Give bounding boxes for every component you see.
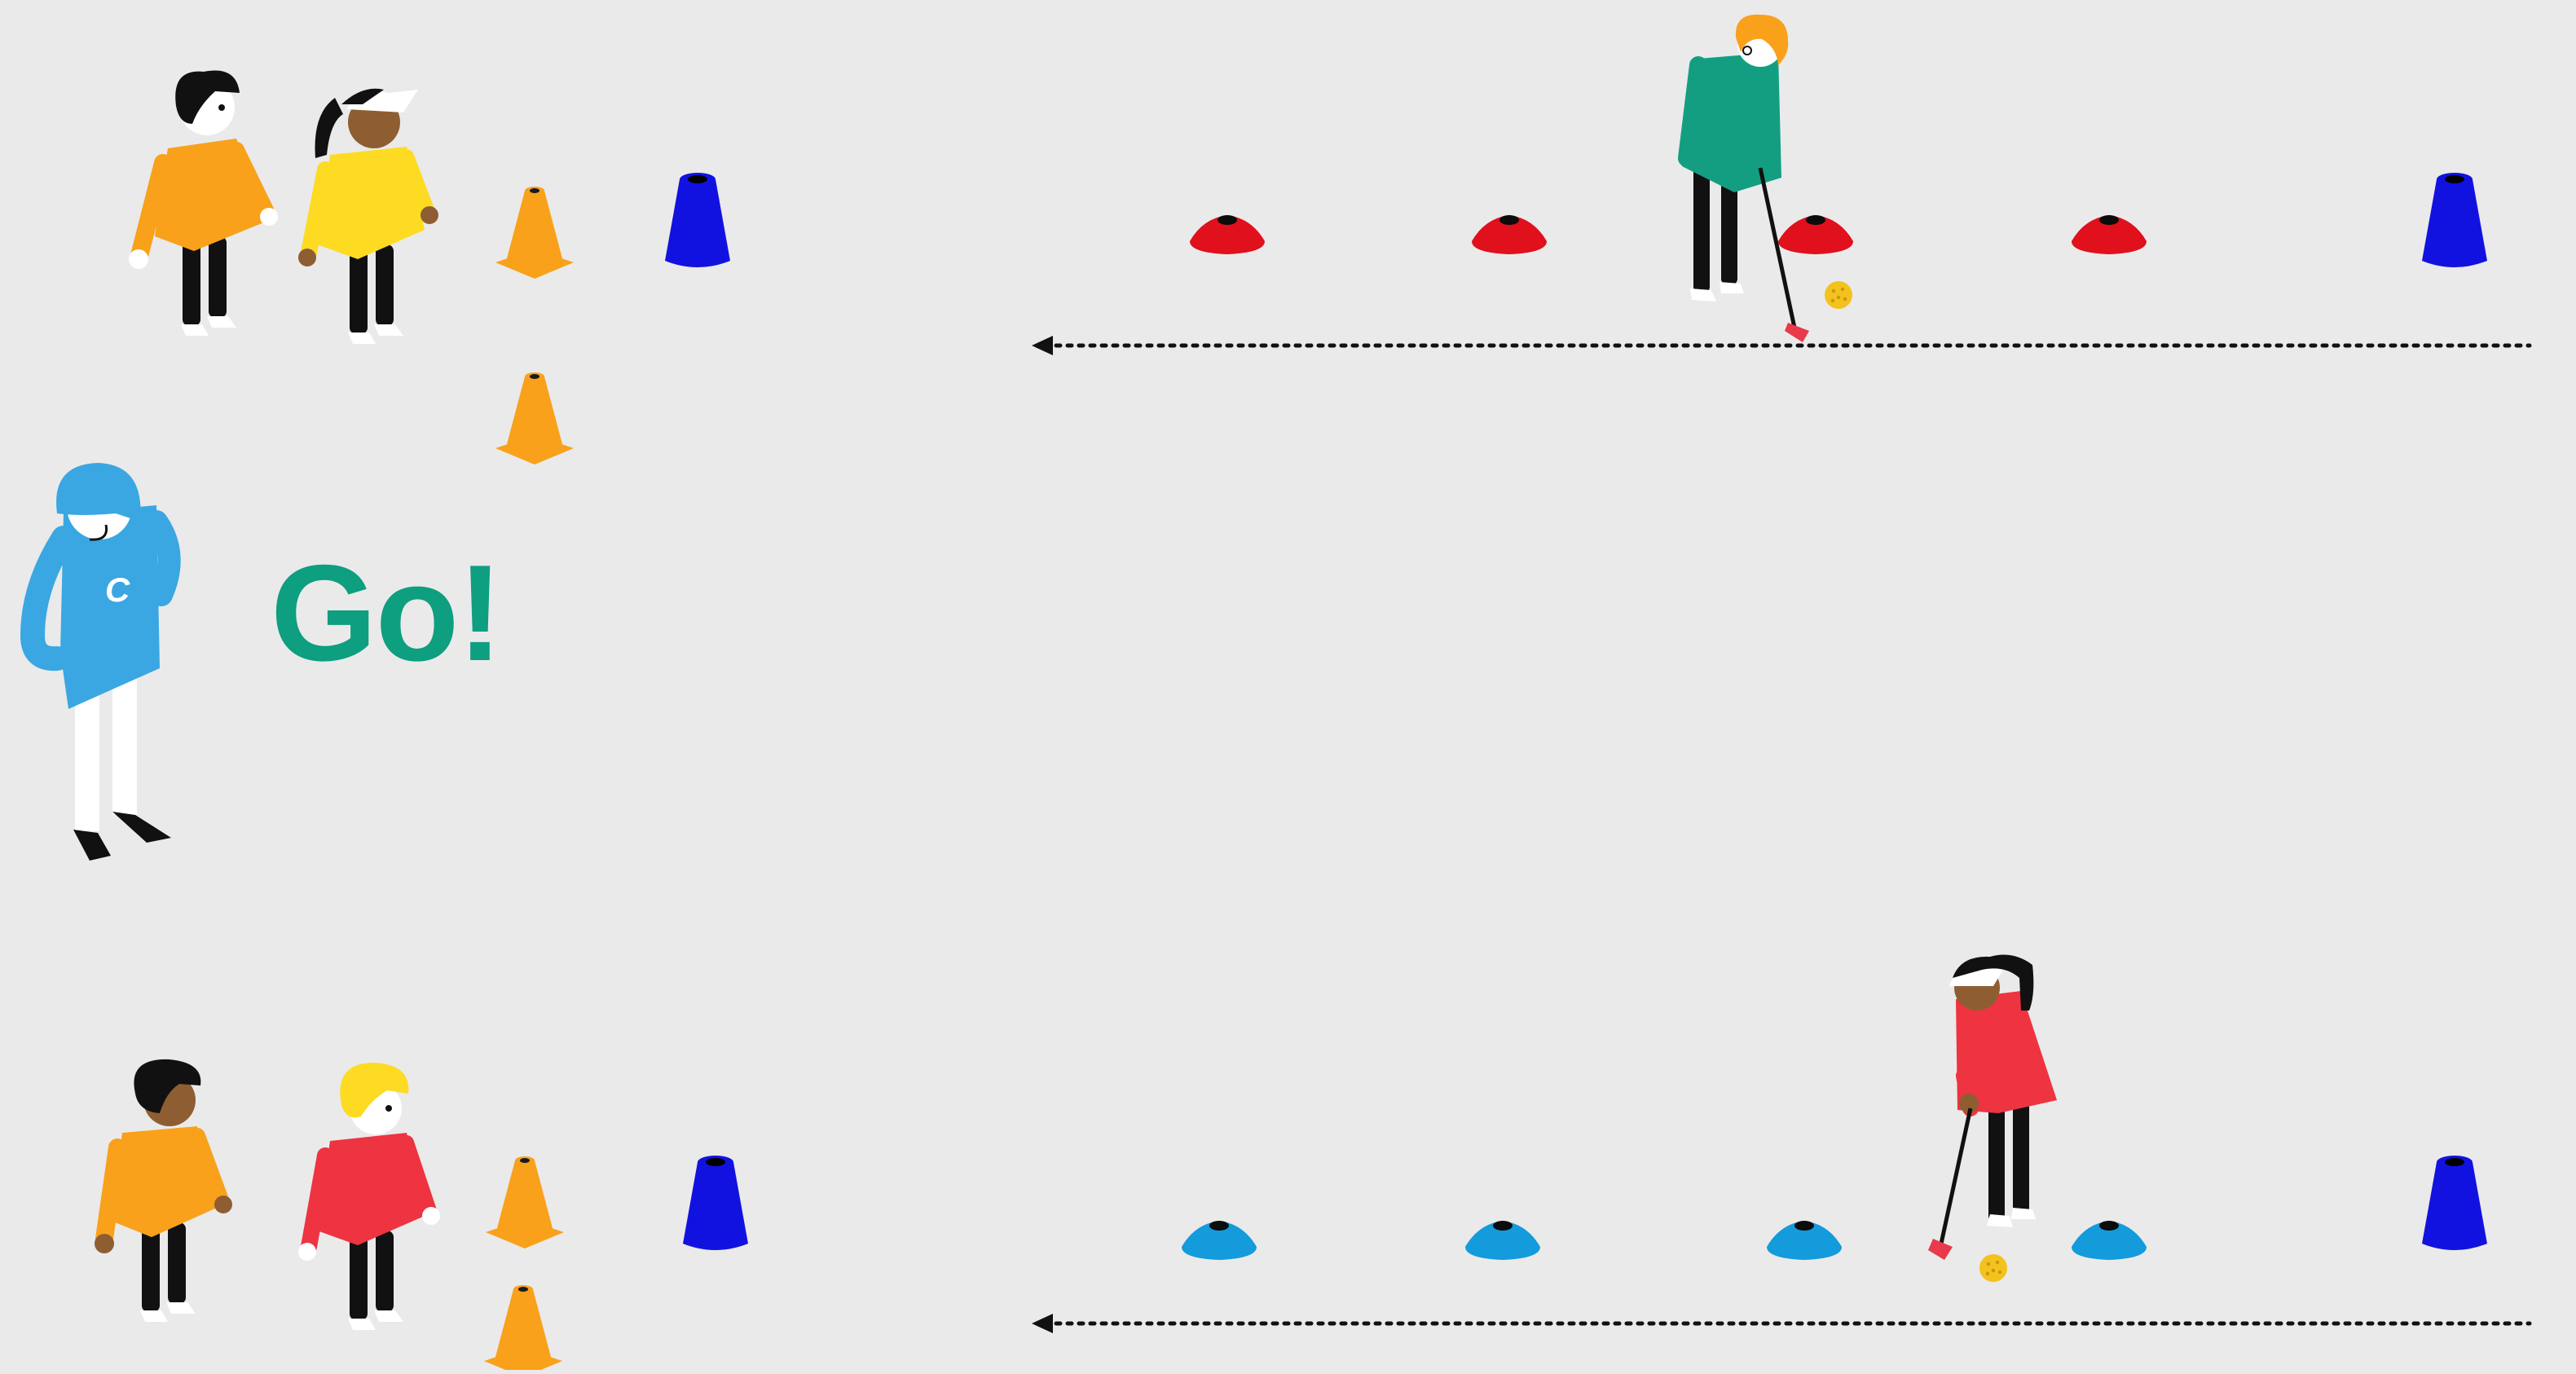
- top-lane: [129, 15, 2530, 465]
- bottom-lane: [95, 955, 2530, 1370]
- waiting-player-bottom-1: [95, 1059, 232, 1322]
- traffic-cone-icon: [495, 372, 574, 465]
- waiting-player-top-1: [129, 70, 278, 336]
- tall-cone-icon: [665, 173, 730, 267]
- coach-badge: C: [105, 570, 130, 609]
- traffic-cone-icon: [486, 1156, 564, 1248]
- traffic-cone-icon: [484, 1285, 562, 1370]
- tall-cone-icon: [2422, 173, 2487, 267]
- tall-cone-icon: [683, 1156, 748, 1250]
- tall-cone-icon: [2422, 1156, 2487, 1250]
- disc-marker-icon: [1767, 1221, 1842, 1260]
- waiting-player-top-2: [298, 89, 438, 344]
- arrow-left-icon: [1032, 336, 2530, 355]
- disc-marker-icon: [1190, 215, 1265, 254]
- putting-player-bottom: [1928, 955, 2057, 1260]
- putting-player-top: [1682, 15, 1809, 342]
- golf-ball-icon: [1825, 281, 1852, 309]
- disc-marker-icon: [1778, 215, 1853, 254]
- golf-ball-icon: [1979, 1254, 2007, 1282]
- disc-marker-icon: [1182, 1221, 1257, 1260]
- disc-marker-icon: [2072, 215, 2147, 254]
- disc-marker-icon: [2072, 1221, 2147, 1260]
- traffic-cone-icon: [495, 187, 574, 279]
- disc-marker-icon: [1465, 1221, 1540, 1260]
- arrow-left-icon: [1032, 1314, 2530, 1333]
- waiting-player-bottom-2: [298, 1063, 440, 1330]
- coach: C: [33, 463, 171, 861]
- go-instruction: Go!: [271, 544, 501, 681]
- disc-marker-icon: [1472, 215, 1547, 254]
